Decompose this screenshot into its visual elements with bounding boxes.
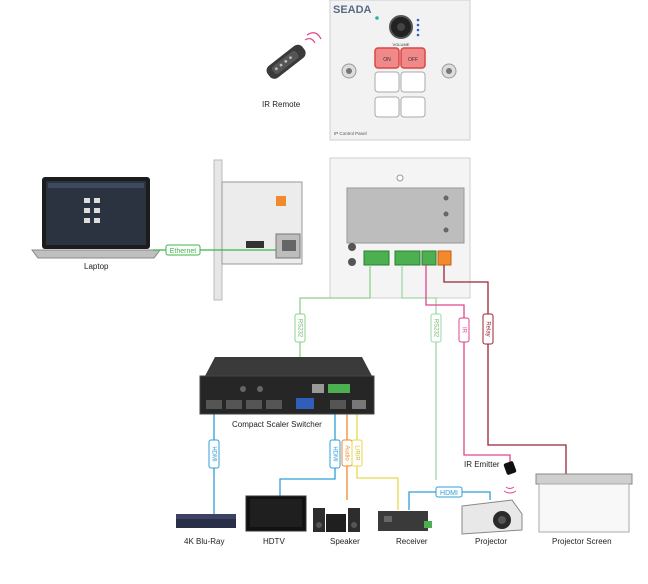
- laptop-label: Laptop: [84, 262, 109, 271]
- ip-control-panel: [329, 0, 471, 141]
- audio-label: Audio: [343, 445, 349, 461]
- projector-screen-label: Projector Screen: [552, 537, 612, 546]
- bluray-label: 4K Blu-Ray: [184, 537, 225, 546]
- panel-knob-label: VOLUME: [393, 42, 410, 47]
- cables: [153, 249, 567, 518]
- switcher-label: Compact Scaler Switcher: [232, 420, 322, 429]
- ir-emitter-label: IR Emitter: [464, 460, 500, 469]
- panel-rear-side-view: [213, 159, 303, 301]
- rs232-label-switcher: RS232: [296, 319, 302, 338]
- relay-tag: [482, 313, 494, 345]
- rs232-label-projector: RS232: [432, 319, 438, 338]
- receiver-label: Receiver: [396, 537, 428, 546]
- rs232-cable-projector: [401, 265, 437, 480]
- ir-remote-label: IR Remote: [262, 100, 301, 109]
- ethernet-label: Ethernet: [170, 248, 197, 255]
- hdtv-label: HDTV: [263, 537, 285, 546]
- ir-emitter: [503, 461, 517, 494]
- receiver: [378, 511, 432, 531]
- speaker-label: Speaker: [330, 537, 360, 546]
- relay-cable: [443, 265, 567, 475]
- projector: [461, 499, 523, 535]
- hdmi-tag-projector: [435, 486, 463, 498]
- ir-cable: [425, 265, 511, 462]
- lr-label: L/R/R: [353, 445, 359, 461]
- panel-footer: IP Control Panel: [334, 131, 367, 136]
- bluray-player: [176, 514, 236, 528]
- hdtv: [245, 495, 307, 532]
- hdmi-label-hdtv: HDMI: [331, 446, 337, 462]
- panel-brand: SEADA: [333, 4, 372, 16]
- ir-tag: [458, 317, 470, 343]
- ir-remote: [266, 32, 322, 79]
- laptop: [31, 177, 161, 259]
- relay-label: Relay: [484, 321, 490, 336]
- lr-cable: [356, 410, 399, 510]
- ethernet-tag: [165, 244, 201, 256]
- projector-screen: [535, 473, 633, 533]
- speaker: [313, 508, 360, 532]
- rs232-tag-projector: [430, 313, 442, 343]
- ir-label: IR: [460, 327, 466, 334]
- panel-rear-front-view: [329, 157, 471, 299]
- panel-off-button: OFF: [408, 57, 418, 63]
- projector-label: Projector: [475, 537, 508, 546]
- hdmi-tag-hdtv: [329, 439, 341, 469]
- hdmi-label-bluray: HDMI: [210, 446, 216, 462]
- hdmi-tag-bluray: [208, 439, 220, 469]
- panel-on-button: ON: [383, 57, 391, 63]
- rs232-tag-switcher: [294, 313, 306, 343]
- hdmi-label-projector: HDMI: [440, 490, 458, 497]
- compact-scaler-switcher: [199, 357, 375, 415]
- lr-tag: [351, 439, 363, 467]
